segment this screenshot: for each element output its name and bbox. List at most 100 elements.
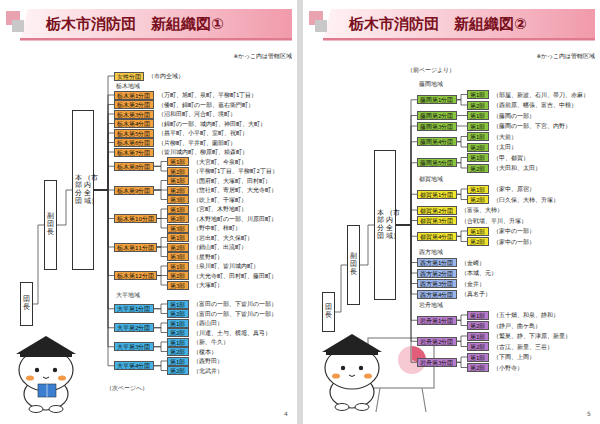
section-box: 第1部	[467, 353, 489, 362]
box-text: 栃木第3分団	[117, 111, 151, 119]
box-text: 本部分団	[377, 210, 384, 241]
connector	[396, 100, 417, 225]
connector	[94, 166, 114, 190]
box-text: 第3部	[170, 225, 186, 233]
region-label: 藤岡地域	[419, 80, 443, 88]
connector	[457, 137, 468, 142]
area-label: （大光寺町、田村町、藤田町）	[193, 272, 277, 280]
box-text: 第1部	[170, 301, 186, 309]
connector	[396, 225, 417, 362]
box-text: 第2部	[470, 343, 486, 351]
vertical-box: 団長	[20, 282, 33, 326]
area-label: （宮町、木野地町）	[193, 205, 247, 213]
box-text: 本部分団	[75, 175, 82, 206]
connector	[360, 225, 374, 265]
box-text: 第1部	[470, 228, 486, 236]
connector	[396, 126, 417, 225]
connector	[457, 158, 468, 163]
connector	[396, 194, 417, 225]
box-text: 岩舟第1分団	[420, 317, 454, 325]
area-label: （合戦場、平川、升塚）	[461, 217, 527, 225]
unit-box: 大平第3分団	[114, 342, 154, 351]
box-text: 藤岡第2分団	[420, 112, 454, 120]
connector	[154, 166, 168, 171]
section-box: 第2部	[467, 101, 489, 110]
continued-note: （前ページより）	[407, 66, 455, 74]
connector	[94, 105, 114, 191]
section-box: 第2部	[467, 363, 489, 372]
box-text: 第1部	[470, 354, 486, 362]
section-box: 第2部	[467, 342, 489, 351]
vertical-box: 本部分団（市内全域）	[72, 110, 94, 270]
area-label: （藤岡の一部）	[493, 112, 535, 120]
box-text: 第2部	[170, 348, 186, 356]
area-label: （家中、原宿）	[493, 185, 535, 193]
connector	[157, 238, 167, 248]
box-text: 第1部	[170, 320, 186, 328]
section-box: 第1部	[467, 185, 489, 194]
section-box: 第2部	[467, 195, 489, 204]
unit-box: 栃木第9分団	[114, 186, 154, 195]
box-text: 岩舟第3分団	[420, 359, 454, 367]
connector	[94, 95, 114, 190]
unit-box: 都賀第3分団	[417, 216, 457, 225]
connector	[154, 162, 168, 167]
area-label: （金崎）	[461, 259, 485, 267]
section-box: 第1部	[467, 132, 489, 141]
connector	[94, 143, 114, 191]
box-text: 第1部	[470, 154, 486, 162]
connector	[157, 276, 167, 286]
area-label: （西前原、幡張、富吉、中根）	[493, 101, 577, 109]
box-text: 第1部	[170, 263, 186, 271]
connector	[94, 190, 114, 366]
connector	[457, 341, 468, 346]
box-text: 第2部	[170, 329, 186, 337]
area-label: （富田の一部、下皆川の一部）	[193, 300, 277, 308]
box-text: 第1部	[170, 158, 186, 166]
unit-box: 西方第3分団	[417, 279, 457, 288]
section-box: 第2部	[467, 164, 489, 173]
area-label: （国府町、大塚町、田村町）	[193, 177, 271, 185]
connector	[396, 225, 417, 284]
connector	[154, 181, 168, 191]
area-label: （富田の一部、下皆川の一部）	[193, 310, 277, 318]
unit-box: 都賀第2分団	[417, 206, 457, 215]
connector	[94, 76, 114, 190]
page-number: 4	[284, 410, 288, 418]
section-box: 第1部	[167, 357, 189, 366]
section-box: 第2部	[467, 143, 489, 152]
region-label: 大平地域	[116, 291, 140, 299]
area-label: （平柳町1丁目、平柳町2丁目）	[193, 167, 278, 175]
box-text: 栃木第11分団	[117, 244, 154, 252]
box-text: 藤岡第5分団	[420, 159, 454, 167]
connector	[57, 190, 72, 225]
connector	[396, 225, 417, 273]
area-label: （市内全域）	[148, 72, 184, 80]
unit-box: 栃木第3分団	[114, 110, 154, 119]
box-text: 大平第4分団	[117, 362, 151, 370]
section-box: 第3部	[167, 224, 189, 233]
area-label: （大宮町、今泉町）	[193, 158, 247, 166]
box-text: 都賀第1分団	[420, 191, 454, 199]
connector	[335, 265, 347, 312]
box-text: 第2部	[470, 144, 486, 152]
area-label: （大塚町）	[193, 281, 223, 289]
connector	[154, 323, 168, 328]
box-text: 第1部	[470, 112, 486, 120]
unit-box: 藤岡第5分団	[417, 158, 457, 167]
box-text: 栃木第6分団	[117, 139, 151, 147]
connector	[457, 357, 468, 362]
region-label: 都賀地域	[419, 175, 443, 183]
box-text: 大平第3分団	[117, 343, 151, 351]
area-label: （片柳町、平井町、薗部町）	[158, 139, 236, 147]
continued-note: （次ページへ）	[106, 384, 148, 392]
connector	[457, 194, 468, 199]
box-text: 西方第4分団	[420, 291, 454, 299]
area-label: （富張、大柿）	[461, 206, 503, 214]
connector	[154, 347, 168, 352]
box-text: 都賀第2分団	[420, 207, 454, 215]
vertical-box: 本部分団（市内全域）	[374, 150, 396, 300]
connector	[396, 210, 417, 225]
region-label: 栃木地域	[116, 82, 140, 90]
unit-box: 岩舟第1分団	[417, 316, 457, 325]
